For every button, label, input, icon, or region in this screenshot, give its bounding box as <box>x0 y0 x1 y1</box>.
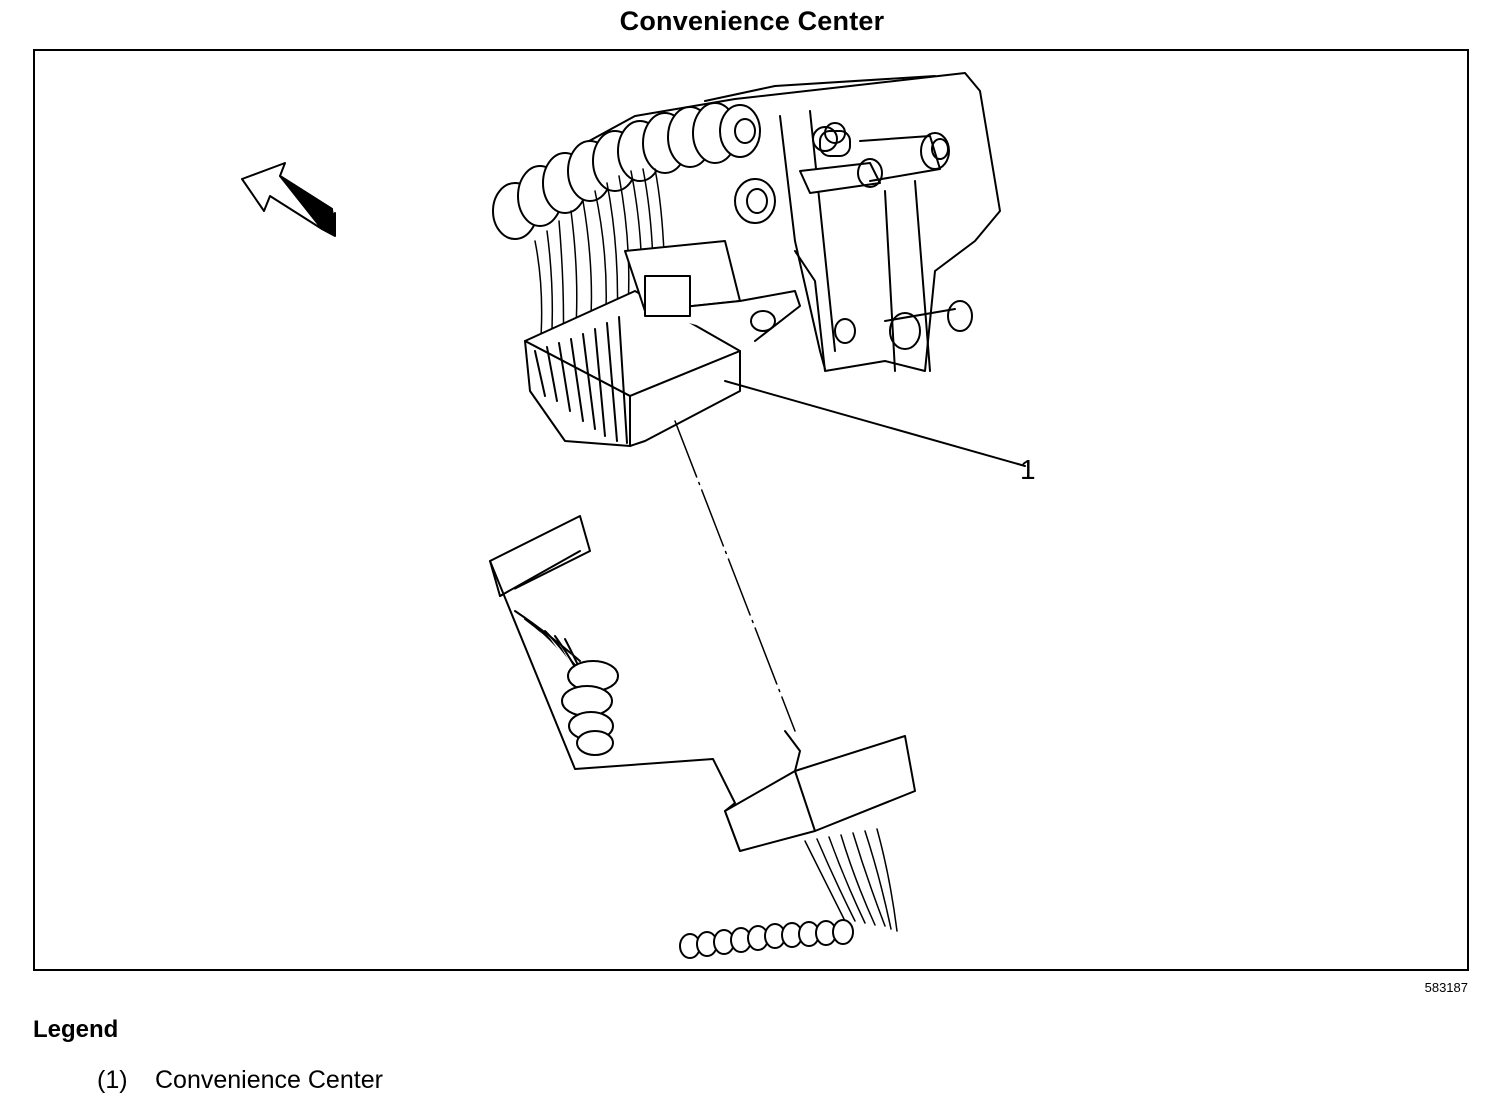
forward-arrow-icon <box>241 162 336 237</box>
legend-heading: Legend <box>33 1016 119 1043</box>
upper-wiring-harness <box>492 102 776 240</box>
legend-item-number: (1) <box>97 1066 128 1094</box>
callout-label-1: 1 <box>1020 454 1036 485</box>
convenience-center-block <box>524 240 801 447</box>
lower-wires <box>804 828 898 932</box>
alignment-line <box>674 420 796 732</box>
lower-wiring-harness <box>679 919 854 959</box>
legend-item: (1) Convenience Center <box>97 1066 383 1095</box>
convenience-center-illustration: 1 <box>241 72 1036 959</box>
page-title: Convenience Center <box>619 6 885 36</box>
callout-1: 1 <box>724 380 1036 485</box>
diagram-frame: 1 <box>33 49 1469 971</box>
lower-panel <box>489 515 741 852</box>
legend-item-text: Convenience Center <box>155 1066 383 1094</box>
lower-connector <box>724 730 916 852</box>
figure-id: 583187 <box>1424 980 1468 995</box>
